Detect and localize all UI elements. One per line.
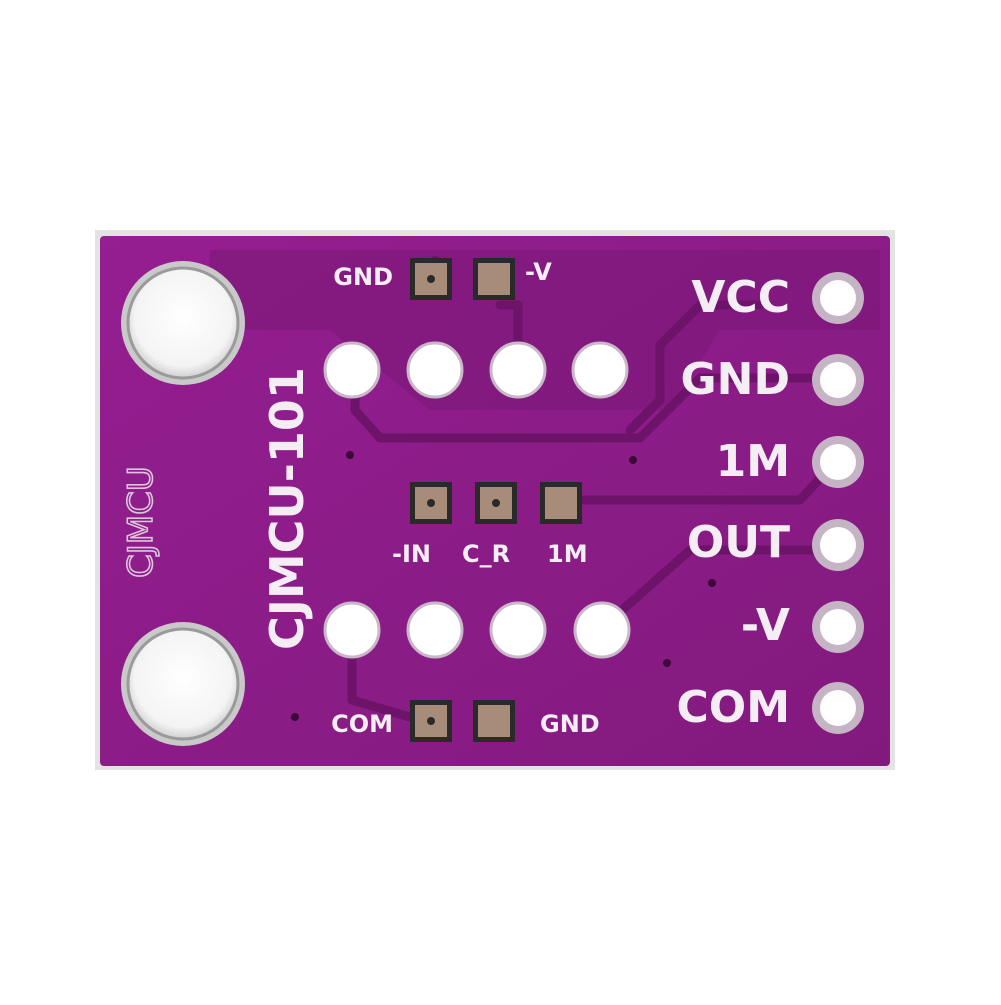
pin-label-com: COM — [677, 682, 790, 733]
pin-label-vcc: VCC — [691, 272, 790, 323]
header-pads — [812, 272, 864, 734]
bottom-pad-label-com: COM — [331, 710, 393, 738]
middle-pad-label-neg-in: -IN — [392, 540, 431, 568]
mounting-hole-top — [121, 261, 245, 385]
copper-pour — [210, 250, 880, 410]
top-pad-label-gnd: GND — [333, 263, 393, 291]
pin-label-neg-v: -V — [741, 600, 790, 651]
middle-pad-label-1m: 1M — [547, 540, 588, 568]
brand-label: CJMCU — [121, 466, 161, 578]
pin-label-gnd: GND — [681, 354, 790, 405]
vias — [291, 451, 716, 721]
ic-pads-bottom — [323, 601, 631, 659]
pin-label-1m: 1M — [716, 436, 790, 487]
ic-pads-top — [323, 341, 629, 399]
mounting-hole-bottom — [121, 622, 245, 746]
smd-pads — [410, 258, 582, 742]
bottom-pad-label-gnd: GND — [540, 710, 600, 738]
board-model-label: CJMCU-101 — [260, 367, 314, 650]
middle-pad-label-c-r: C_R — [462, 540, 510, 568]
top-pad-label-neg-v: -V — [525, 258, 552, 286]
pin-label-out: OUT — [687, 517, 790, 568]
